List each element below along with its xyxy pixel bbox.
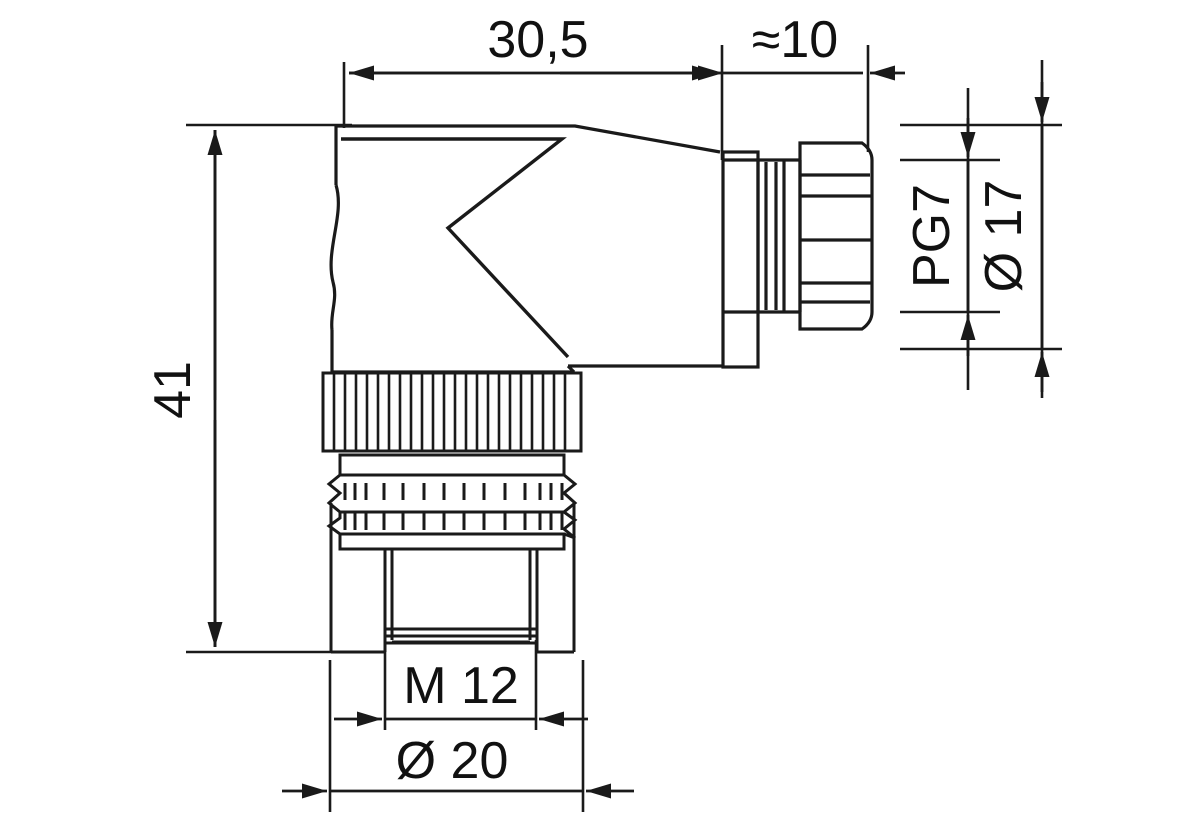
body-chevron-marking [341, 137, 570, 359]
collar-ticks-upper [343, 483, 564, 500]
collar-band-top [338, 453, 566, 477]
extension-lines [186, 45, 1062, 812]
label-30-5: 30,5 [487, 11, 588, 69]
hex-collar [326, 453, 578, 551]
label-m12: M 12 [403, 657, 519, 715]
m12-thread [329, 503, 576, 654]
collar-row-lower [326, 510, 578, 540]
label-pg7: PG7 [903, 184, 961, 288]
label-d20: Ø 20 [396, 732, 509, 790]
gland-shoulder [721, 150, 760, 369]
label-41: 41 [144, 361, 202, 419]
body-top-edge [336, 124, 721, 154]
dimension-labels: 30,5 ≈10 41 PG7 Ø 17 M 12 Ø 20 [144, 11, 1033, 790]
break-line [329, 184, 340, 331]
thread-end-face [383, 627, 539, 645]
dimension-lines [207, 65, 1050, 799]
collar-ticks-lower [343, 513, 564, 530]
label-d17: Ø 17 [975, 180, 1033, 293]
gland-dome-nut [798, 141, 874, 331]
pg7-cable-gland [721, 141, 874, 369]
knurled-nut [321, 371, 583, 453]
knurled-nut-outline [321, 371, 583, 453]
label-10: ≈10 [752, 11, 838, 69]
connector-body [329, 124, 723, 374]
knurl-teeth [332, 374, 567, 450]
collar-band-bottom [338, 532, 566, 551]
